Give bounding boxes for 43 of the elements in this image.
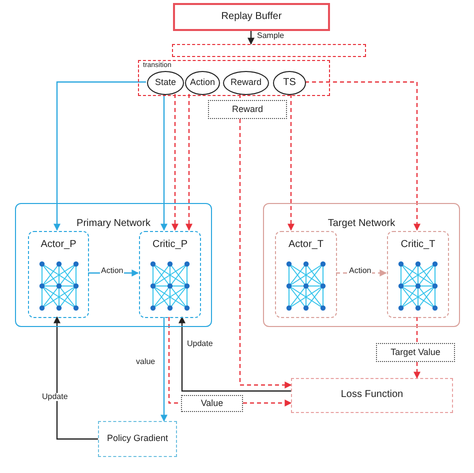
ts-ellipse: TS	[273, 71, 306, 95]
node-title: Critic_P	[152, 238, 188, 252]
node-title: Target Network	[328, 217, 396, 231]
arrow	[186, 94, 192, 231]
node-title: Primary Network	[76, 217, 150, 231]
critic-network-box	[139, 231, 201, 318]
target-value-box: Target Value	[376, 343, 455, 362]
arrow	[288, 94, 294, 231]
loss-function-box: Loss Function	[291, 378, 453, 413]
node-title: Actor_T	[288, 238, 324, 252]
actor-network-box	[28, 231, 89, 318]
edge-label: value	[135, 358, 156, 366]
reward-box: Reward	[208, 100, 287, 119]
arrow	[305, 81, 420, 231]
node-title: Actor_P	[40, 238, 76, 252]
arrow	[160, 94, 168, 231]
replay-buffer-box: Replay Buffer	[173, 3, 330, 31]
primary-network-panel	[15, 203, 212, 327]
actor-network-box	[275, 231, 337, 318]
target-network-panel	[263, 203, 460, 327]
arrow	[239, 119, 292, 388]
policy-gradient-box: Policy Gradient	[98, 421, 177, 457]
transition-dashed-box	[138, 60, 330, 96]
arrow	[54, 316, 98, 440]
edge-label: Action	[100, 267, 124, 275]
arrow	[178, 316, 291, 392]
action-ellipse: Action	[185, 71, 220, 95]
state-ellipse: State	[147, 71, 184, 95]
arrow	[414, 362, 420, 379]
sample-dashed-box	[172, 44, 366, 57]
edge-label: Action	[348, 267, 372, 275]
edge-label: Update	[186, 340, 214, 348]
arrow	[248, 31, 254, 45]
arrow	[54, 81, 146, 231]
arrow	[243, 400, 292, 406]
arrow	[160, 317, 168, 422]
edge-label: Update	[41, 393, 69, 401]
value-box: Value	[181, 395, 243, 412]
node-title: Critic_T	[400, 238, 436, 252]
critic-network-box	[387, 231, 449, 318]
arrow	[172, 94, 178, 231]
edge-label: Sample	[256, 32, 286, 40]
reward-ellipse: Reward	[223, 71, 269, 95]
